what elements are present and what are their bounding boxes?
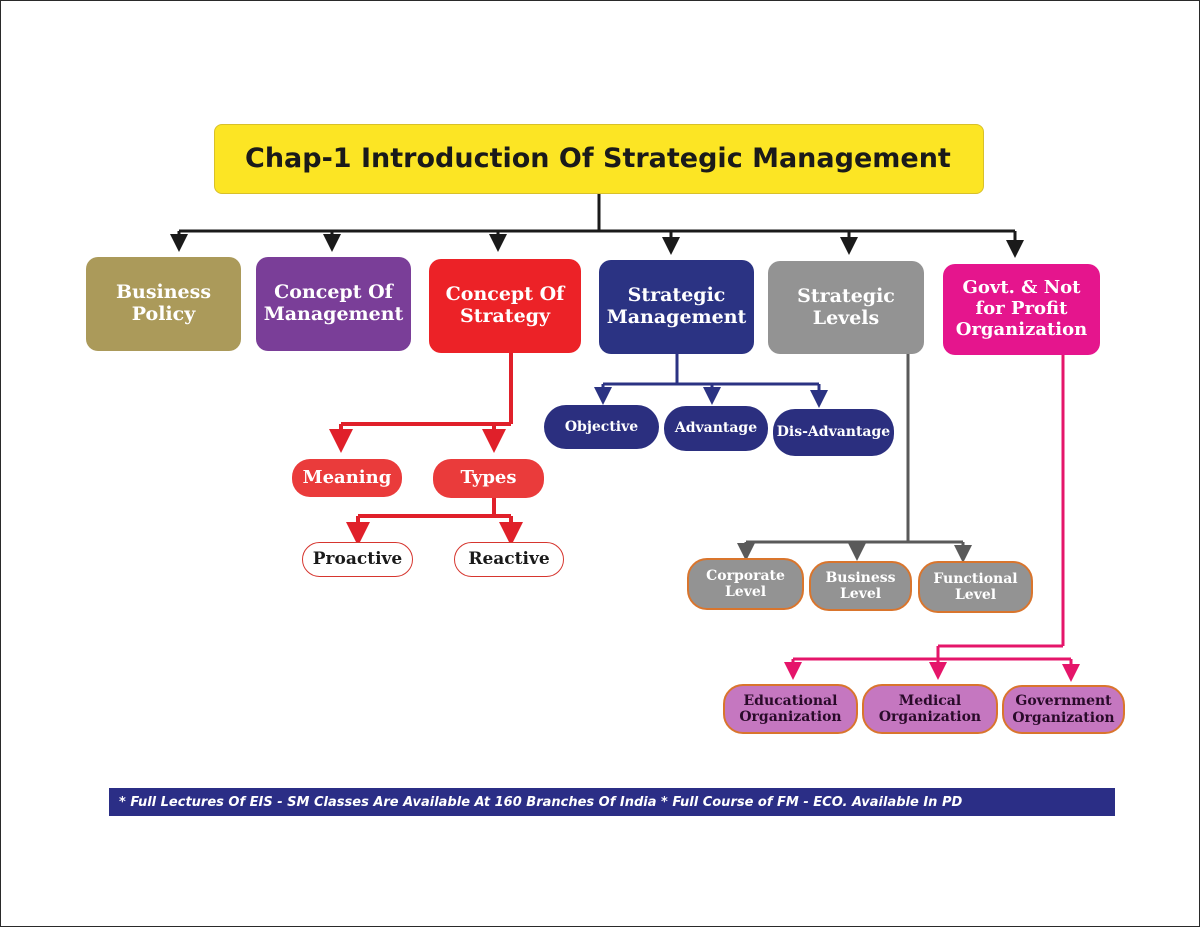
topic-concept-of-management[interactable]: Concept Of Management bbox=[256, 257, 411, 351]
node-educational-organization[interactable]: Educational Organization bbox=[723, 684, 858, 734]
node-proactive[interactable]: Proactive bbox=[302, 542, 413, 577]
node-government-organization[interactable]: Government Organization bbox=[1002, 685, 1125, 734]
node-advantage[interactable]: Advantage bbox=[664, 406, 768, 451]
topic-strategic-management[interactable]: Strategic Management bbox=[599, 260, 754, 354]
chapter-title: Chap-1 Introduction Of Strategic Managem… bbox=[214, 124, 984, 194]
topic-concept-of-strategy[interactable]: Concept Of Strategy bbox=[429, 259, 581, 353]
node-medical-organization[interactable]: Medical Organization bbox=[862, 684, 998, 734]
node-dis-advantage[interactable]: Dis-Advantage bbox=[773, 409, 894, 456]
node-corporate-level[interactable]: Corporate Level bbox=[687, 558, 804, 610]
node-business-level[interactable]: Business Level bbox=[809, 561, 912, 611]
topic-govt-not-for-profit[interactable]: Govt. & Not for Profit Organization bbox=[943, 264, 1100, 355]
topic-business-policy[interactable]: Business Policy bbox=[86, 257, 241, 351]
node-functional-level[interactable]: Functional Level bbox=[918, 561, 1033, 613]
topic-strategic-levels[interactable]: Strategic Levels bbox=[768, 261, 924, 354]
footer-banner: * Full Lectures Of EIS - SM Classes Are … bbox=[109, 788, 1115, 816]
node-types[interactable]: Types bbox=[433, 459, 544, 498]
node-reactive[interactable]: Reactive bbox=[454, 542, 564, 577]
node-objective[interactable]: Objective bbox=[544, 405, 659, 449]
node-meaning[interactable]: Meaning bbox=[292, 459, 402, 497]
